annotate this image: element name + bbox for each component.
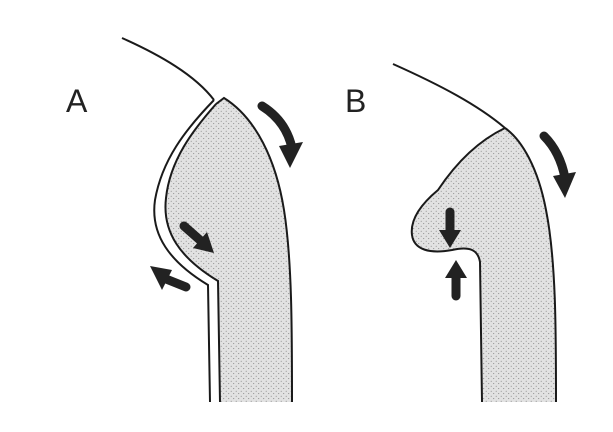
panel-b-curved-arrow-icon [544, 136, 576, 198]
panel-b-compress-arrow-up-icon [445, 260, 467, 296]
panel-label-b: B [345, 83, 366, 119]
panel-a-outer-curve [122, 38, 214, 100]
panel-b: B [345, 64, 576, 402]
panel-a-outward-arrow-icon [150, 266, 186, 290]
panel-label-a: A [66, 83, 88, 119]
panel-a: A [66, 38, 303, 402]
panel-a-stippled-body [165, 98, 292, 402]
panel-b-outer-curve [393, 64, 505, 128]
